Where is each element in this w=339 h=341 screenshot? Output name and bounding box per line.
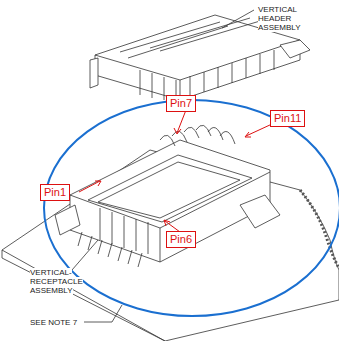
part-label: VERTICAL HEADER ASSEMBLY [258, 5, 301, 32]
pin-callout-box: Pin6 [166, 231, 196, 248]
pin-label: Pin11 [274, 112, 301, 125]
part-label-block: SEE NOTE 7 [30, 318, 86, 327]
pin-label: Pin7 [170, 97, 192, 110]
part-label-block: VERTICAL HEADER ASSEMBLY [258, 5, 310, 32]
pin-label: Pin6 [170, 233, 192, 246]
pin-callout-box: Pin1 [40, 184, 70, 201]
part-label-block: VERTICAL- RECEPTACLE ASSEMBLY [30, 268, 90, 295]
part-label: VERTICAL- RECEPTACLE ASSEMBLY [30, 268, 83, 295]
pin-label: Pin1 [44, 186, 66, 199]
pin-callout-box: Pin11 [270, 110, 305, 127]
pin-callout-box: Pin7 [166, 95, 196, 112]
part-label: SEE NOTE 7 [30, 318, 77, 327]
